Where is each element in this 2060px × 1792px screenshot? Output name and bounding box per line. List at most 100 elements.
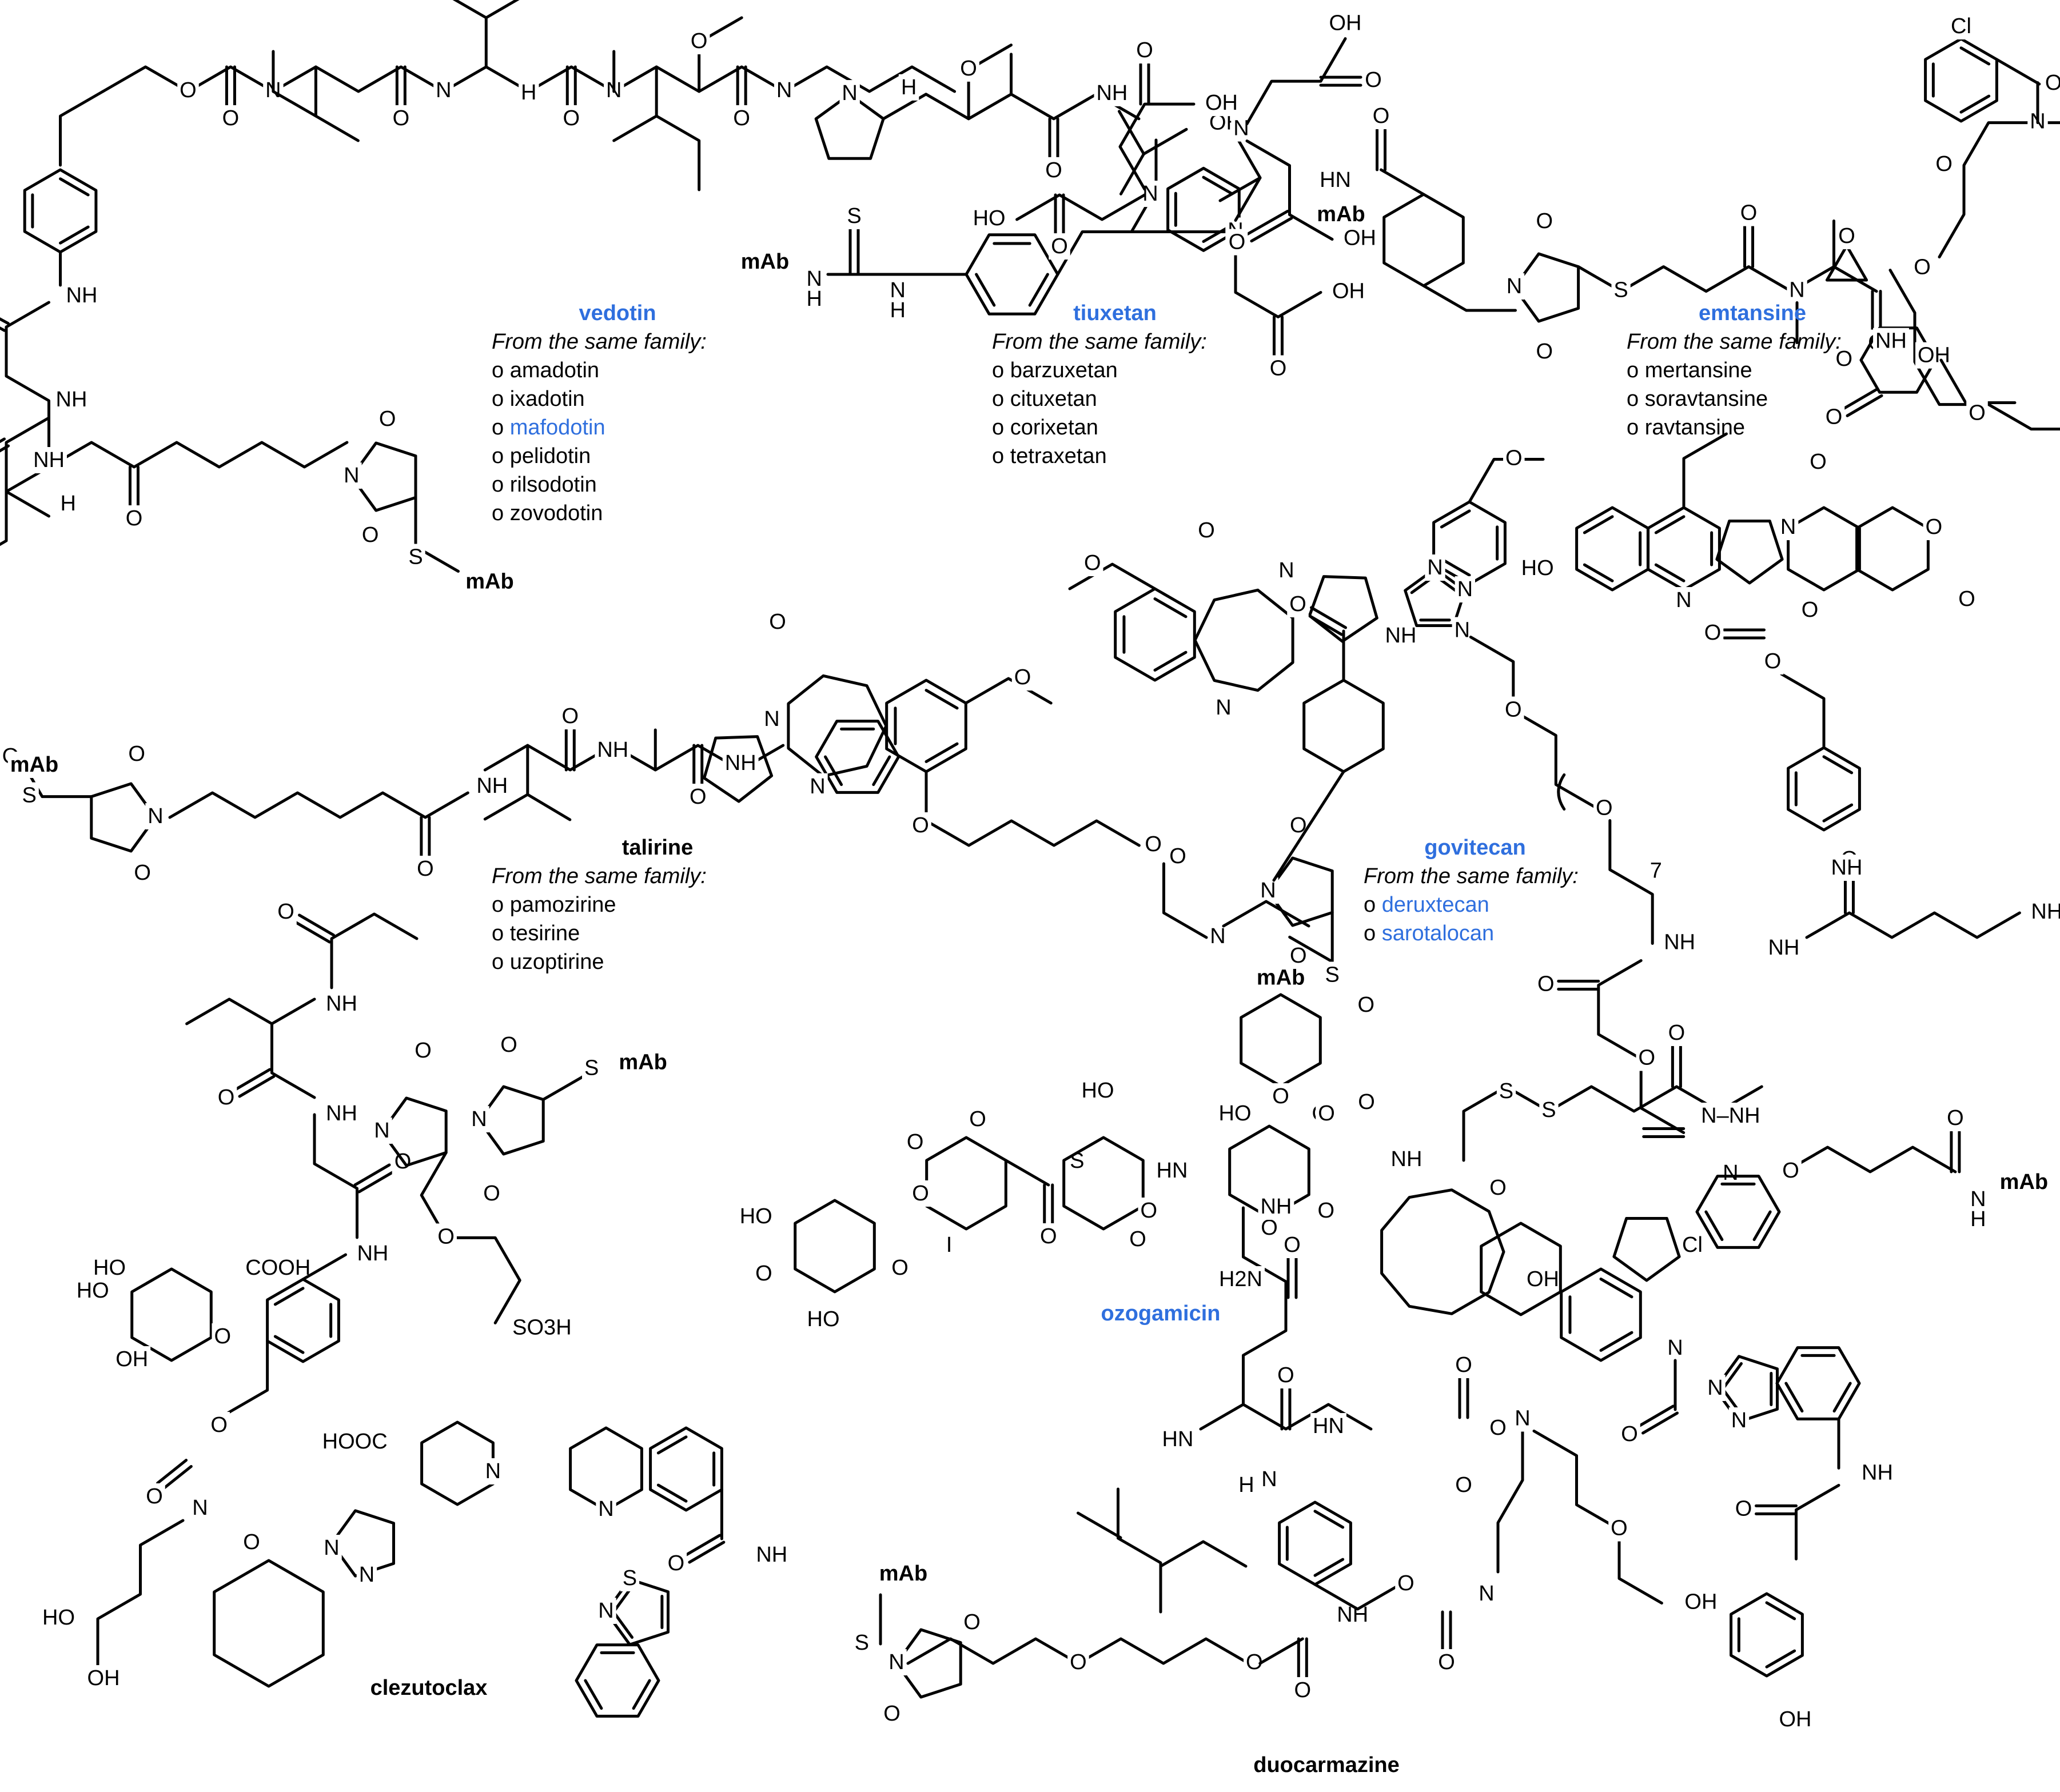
bond [156,1459,188,1485]
six-membered-ring [794,1199,876,1294]
atom-label: O [1318,1101,1335,1126]
label-mask [412,1037,434,1064]
label-mask [190,1495,210,1522]
repeat-bracket [1557,773,1566,811]
bullet: o [492,473,510,497]
atom-label: O [1358,1090,1375,1114]
ring [380,1096,448,1167]
label-mask [1216,1266,1265,1293]
label-mask [560,105,583,132]
atom-label: N [148,804,163,828]
six-membered-ring [1114,587,1196,682]
family-item: o corixetan [992,416,1098,440]
ring [1513,252,1580,323]
label-mask [31,447,67,474]
family-member-mafodotin: mafodotin [510,416,605,440]
bond-chain [1468,458,1545,504]
atom-label: O [1638,1046,1655,1070]
atom-label: N [1457,577,1473,601]
bond [59,177,90,197]
atom-label: OH [87,1666,120,1690]
atom-label: N–NH [1701,1104,1760,1128]
bond-chain [1245,139,1334,241]
bond-chain [1159,1540,1248,1568]
atom-label: NH [1768,936,1800,960]
label-mask [1216,1100,1254,1127]
label-mask [1167,843,1189,870]
six-membered-ring [1787,746,1861,832]
ring [330,1509,395,1578]
label-mask [1873,328,1909,354]
bond [1784,1382,1804,1413]
ring [1715,520,1784,585]
label-mask [58,490,78,517]
label-mask [1487,1415,1509,1442]
label-mask [1732,1495,1755,1522]
atom-label: O [1926,515,1943,539]
atom-label: O [690,785,707,809]
label-mask [1738,199,1760,226]
atom-label: O [1826,405,1843,429]
atom-label: O [1136,38,1153,62]
label-mask [1226,229,1248,256]
label-mask [596,1598,616,1625]
atom-label: O [907,1130,924,1154]
atom-label: O [562,704,579,728]
bond [1218,176,1262,202]
family-item: o ixadotin [492,387,585,411]
family-member-pamozirine: pamozirine [510,893,616,917]
compound-name-clezutoclax: clezutoclax [370,1676,488,1700]
bond [684,1534,722,1557]
atom-label: N [1676,588,1691,612]
bond [1765,1601,1796,1621]
six-membered-ring [1560,1267,1642,1362]
atom-label: O [1129,1227,1146,1251]
bond-chain [96,1519,185,1670]
label-mask [324,991,360,1017]
family-member-tetraxetan: tetraxetan [1010,444,1107,468]
family-item: o pamozirine [492,893,616,917]
label-mask [1512,1405,1533,1432]
atom-label: O [126,506,143,530]
label-mask [1452,617,1473,644]
label-mask [1362,67,1384,94]
structure-ozogamicin: OHOOHOIOOOOSOHOOHNOHOOOOONOOHNHOOOSSON–N… [737,843,2051,1333]
atom-label: O [379,407,396,431]
label-mask [1593,795,1615,821]
bond [1313,1510,1345,1529]
atom-label: N [842,81,857,105]
atom-label: O [1145,832,1162,856]
label-mask [1949,13,1974,40]
bond [1721,1362,1743,1391]
repeat-count: 7 [1650,859,1662,883]
label-mask [1966,400,1988,426]
atom-label: N [1210,924,1225,948]
label-mask [1504,273,1525,300]
bond [293,920,331,944]
label-mask [1208,923,1228,950]
atom-label: O [733,106,750,130]
bond-chain [5,301,50,452]
atom-label: O [1045,158,1062,182]
label-mask [1127,1226,1149,1253]
atom-label: HN [1313,1414,1344,1438]
atom-label: NH [326,1101,357,1126]
ring [703,735,774,803]
atom-label: NH [1862,1460,1893,1484]
label-mask [839,80,860,107]
atom-label: O [1455,1353,1472,1377]
label-mask [415,856,436,883]
label-mask [910,812,931,839]
family-item: o barzuxetan [992,358,1118,382]
atom-label: NH [326,992,357,1016]
atom-label: OH [1918,344,1950,368]
atom-label: O [1272,1084,1289,1108]
label-mask [1799,597,1821,624]
atom-label: NH [66,284,98,308]
bond [0,317,10,325]
six-membered-ring [1575,506,1649,592]
label-mask [113,1346,151,1373]
family-item: o pelidotin [492,444,591,468]
atom-label: O [1040,1224,1057,1248]
atom-label: O [1505,446,1523,470]
